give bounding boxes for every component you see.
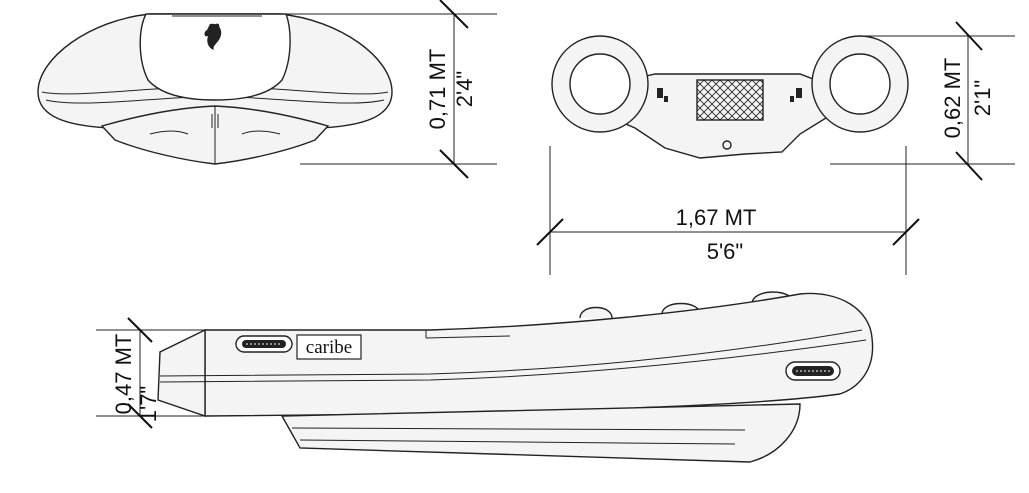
rear-width-imperial: 5'6" [707, 239, 743, 264]
side-hull-bottom [280, 403, 801, 463]
front-dome [139, 13, 291, 101]
bow-handle-icon [235, 335, 293, 353]
side-view: caribe 0,47 MT 1'7" [96, 291, 874, 463]
rear-height-imperial: 2'1" [970, 80, 995, 116]
front-view: 0,71 MT 2'4" [37, 0, 497, 179]
dolphin-logo-icon [204, 23, 222, 50]
front-height-metric: 0,71 MT [425, 49, 450, 130]
side-bow-cone [157, 328, 206, 417]
brand-label-box [296, 334, 362, 360]
side-height-metric: 0,47 MT [111, 334, 136, 415]
rear-right-tube [811, 35, 909, 133]
rear-height-metric: 0,62 MT [940, 58, 965, 139]
brand-label: caribe [306, 337, 352, 358]
stern-handle-icon [785, 361, 841, 381]
rear-view: 0,62 MT 2'1" 1,67 MT 5'6" [536, 21, 1015, 275]
side-height-imperial: 1'7" [136, 386, 161, 422]
drain-plug-icon [722, 140, 732, 150]
rear-left-tube [551, 35, 649, 133]
front-height-imperial: 2'4" [452, 71, 477, 107]
mesh-panel [696, 79, 764, 121]
rear-width-metric: 1,67 MT [676, 205, 757, 230]
